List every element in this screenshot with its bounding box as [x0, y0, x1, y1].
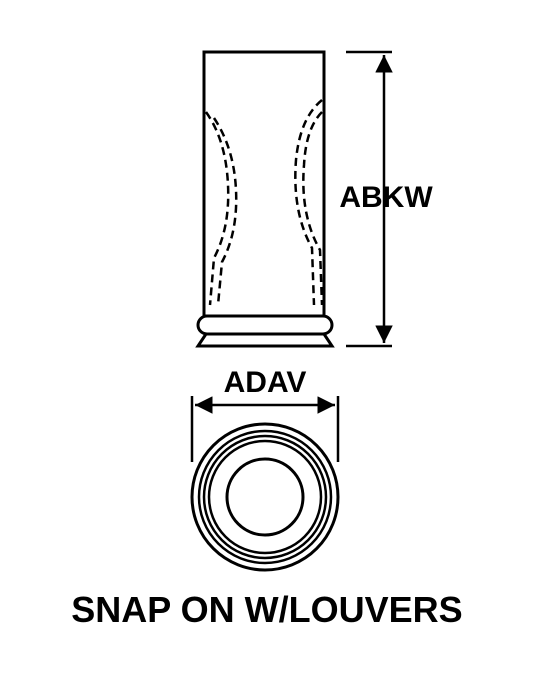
snap-ring — [196, 314, 334, 336]
ring-4 — [207, 439, 323, 555]
height-dimension-label: ABKW — [339, 181, 433, 214]
diameter-dimension-label: ADAV — [224, 366, 307, 399]
outer-ring — [190, 422, 340, 572]
lower-flange — [195, 333, 335, 348]
louver-hidden-lines — [204, 99, 324, 306]
height-dimension — [346, 50, 393, 348]
cylinder-body — [202, 50, 326, 318]
ring-3 — [202, 434, 328, 560]
ring-2 — [197, 429, 333, 565]
bore — [225, 457, 305, 537]
diameter-dimension — [190, 396, 340, 462]
caption: SNAP ON W/LOUVERS — [71, 589, 462, 630]
end-view — [190, 422, 340, 572]
side-view — [195, 50, 335, 348]
